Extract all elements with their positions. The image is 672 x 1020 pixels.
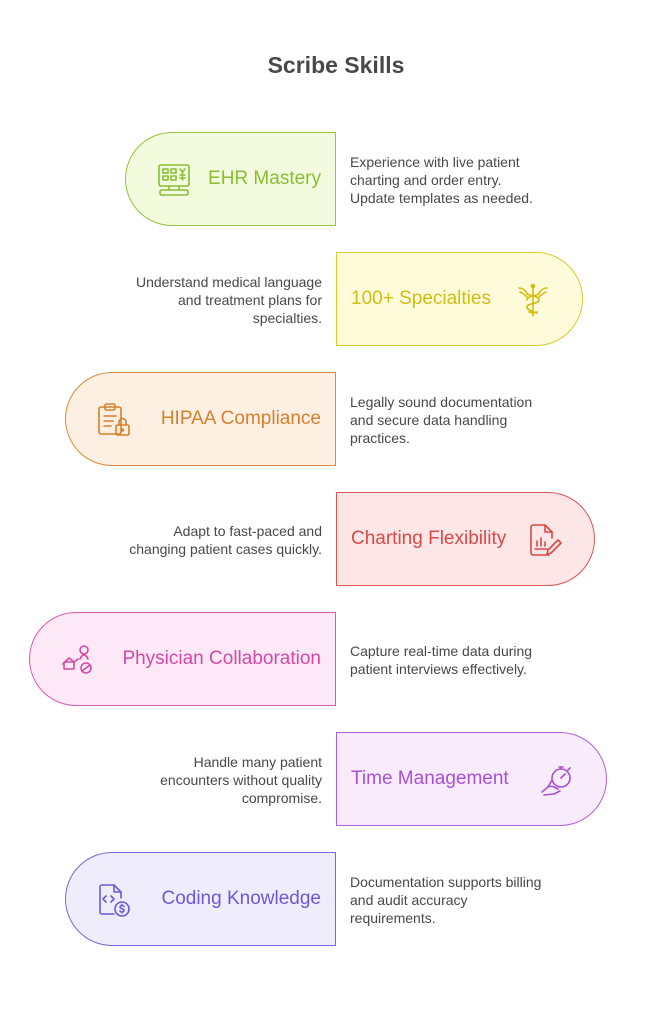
skill-description-time-management: Handle many patient encounters without q…: [112, 753, 322, 807]
description-line: Experience with live patient: [350, 154, 520, 170]
collaboration-icon: [60, 642, 96, 678]
skill-pill-specialties: 100+ Specialties: [336, 252, 583, 346]
locked-clipboard-icon: [96, 402, 132, 438]
description-line: patient interviews effectively.: [350, 661, 527, 677]
description-line: Handle many patient: [193, 754, 322, 770]
skill-description-specialties: Understand medical language and treatmen…: [112, 273, 322, 327]
description-line: specialties.: [252, 310, 322, 326]
skill-label: EHR Mastery: [208, 168, 321, 189]
skill-pill-ehr-mastery: EHR Mastery: [125, 132, 336, 226]
page-title: Scribe Skills: [267, 52, 405, 78]
skill-label: Physician Collaboration: [122, 648, 321, 669]
skill-label: Coding Knowledge: [161, 888, 321, 909]
skill-description-coding-knowledge: Documentation supports billing and audit…: [350, 873, 560, 927]
caduceus-icon: [515, 282, 551, 318]
description-line: Legally sound documentation: [350, 394, 533, 410]
code-billing-icon: [96, 882, 132, 918]
skill-label: Time Management: [351, 768, 509, 789]
description-line: Documentation supports billing: [350, 874, 542, 890]
skill-description-hipaa-compliance: Legally sound documentation and secure d…: [350, 393, 560, 447]
stopwatch-hand-icon: [539, 762, 575, 798]
description-line: Capture real-time data during: [350, 643, 533, 659]
skill-pill-hipaa-compliance: HIPAA Compliance: [65, 372, 336, 466]
skill-label: HIPAA Compliance: [160, 408, 321, 429]
description-line: and secure data handling: [350, 412, 508, 428]
description-line: Understand medical language: [135, 274, 322, 290]
description-line: compromise.: [241, 790, 322, 806]
computer-terminal-icon: [156, 162, 192, 198]
description-line: and treatment plans for: [178, 292, 322, 308]
chart-edit-icon: [527, 522, 563, 558]
skill-pill-physician-collaboration: Physician Collaboration: [29, 612, 336, 706]
description-line: changing patient cases quickly.: [129, 541, 322, 557]
skill-pill-charting-flexibility: Charting Flexibility: [336, 492, 595, 586]
description-line: requirements.: [350, 910, 436, 926]
skill-pill-time-management: Time Management: [336, 732, 607, 826]
description-line: practices.: [350, 430, 410, 446]
skill-label: 100+ Specialties: [351, 288, 491, 309]
skill-description-charting-flexibility: Adapt to fast-paced and changing patient…: [112, 522, 322, 558]
description-line: Update templates as needed.: [350, 190, 533, 206]
description-line: encounters without quality: [160, 772, 322, 788]
skill-description-ehr-mastery: Experience with live patient charting an…: [350, 153, 560, 207]
description-line: charting and order entry.: [350, 172, 502, 188]
skill-label: Charting Flexibility: [351, 528, 507, 549]
description-line: Adapt to fast-paced and: [173, 523, 322, 539]
skill-description-physician-collaboration: Capture real-time data during patient in…: [350, 642, 560, 678]
skill-pill-coding-knowledge: Coding Knowledge: [65, 852, 336, 946]
description-line: and audit accuracy: [350, 892, 468, 908]
